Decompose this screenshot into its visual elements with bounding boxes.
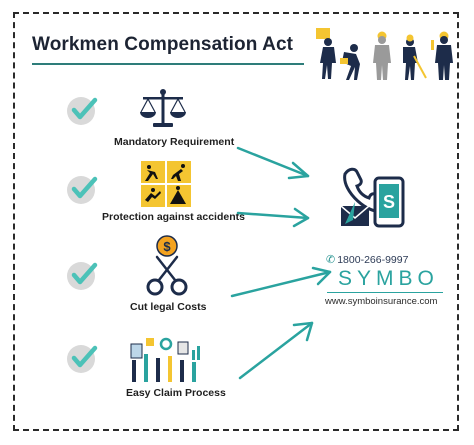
check-icon <box>67 97 98 125</box>
workers-illustration <box>316 28 453 80</box>
accident-signs-icon <box>141 161 191 207</box>
feature-label: Easy Claim Process <box>126 387 226 399</box>
phone-number-text: 1800-266-9997 <box>337 253 409 266</box>
page-title: Workmen Compensation Act <box>32 34 294 55</box>
worker-carrying-box-icon <box>316 28 336 79</box>
claim-process-icon <box>130 337 200 382</box>
phone-number: ✆ 1800-266-9997 <box>326 253 409 267</box>
worker-hammer-icon <box>431 31 453 80</box>
feature-label: Protection against accidents <box>102 211 245 223</box>
dashed-frame <box>13 12 459 431</box>
title-underline <box>32 63 304 65</box>
worker-bending-icon <box>340 44 360 80</box>
svg-text:$: $ <box>163 239 171 254</box>
svg-text:S: S <box>383 192 395 212</box>
phone-email-icon: S <box>340 167 405 228</box>
feature-label: Mandatory Requirement <box>114 136 235 148</box>
check-icon <box>67 262 98 290</box>
scissors-dollar-icon: $ <box>146 235 188 296</box>
check-icon <box>67 176 98 204</box>
website-link[interactable]: www.symboinsurance.com <box>325 296 438 307</box>
brand-logo: SYMBO <box>338 267 439 290</box>
worker-standing-icon <box>373 31 391 80</box>
feature-label: Cut legal Costs <box>130 301 207 313</box>
worker-digging-icon <box>403 34 427 80</box>
check-icon <box>67 345 98 373</box>
phone-icon: ✆ <box>326 254 336 266</box>
scales-icon <box>140 89 186 127</box>
brand-divider <box>327 292 443 293</box>
